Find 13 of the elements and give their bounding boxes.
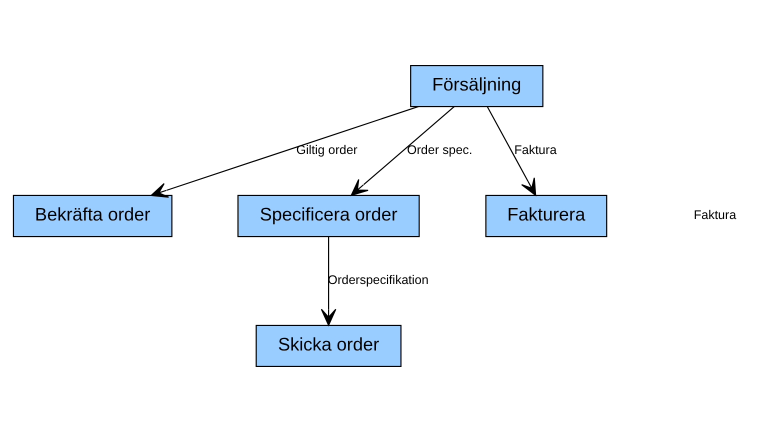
arrow bbox=[486, 106, 536, 196]
node-box: Fakturera bbox=[485, 194, 608, 238]
edge-label: Order spec. bbox=[407, 143, 472, 158]
arrow bbox=[350, 106, 455, 196]
node-box: Specificera order bbox=[237, 194, 420, 238]
node-box: Bekräfta order bbox=[12, 194, 172, 238]
label: Faktura bbox=[694, 208, 736, 222]
node-box: Försäljning bbox=[410, 65, 544, 108]
edge-label: Giltig order bbox=[296, 143, 358, 158]
edge-label: Faktura bbox=[514, 143, 557, 158]
arrow bbox=[150, 106, 419, 198]
arrow bbox=[320, 236, 336, 326]
node-box: Skicka order bbox=[256, 324, 402, 367]
